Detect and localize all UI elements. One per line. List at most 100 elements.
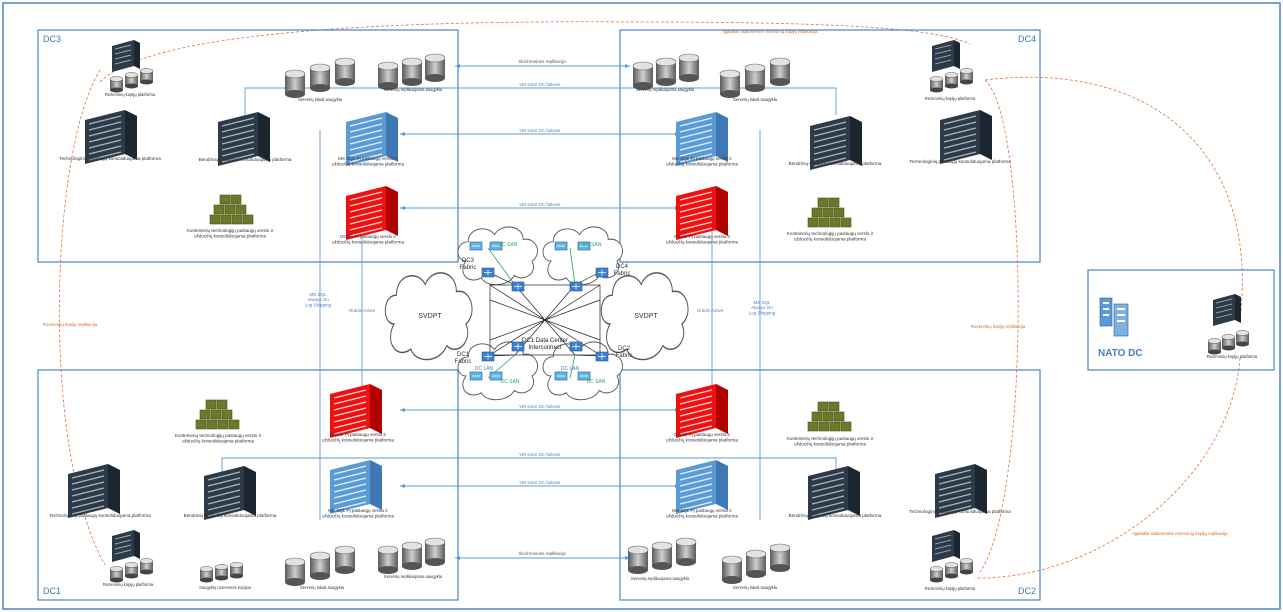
dc2-box bbox=[619, 369, 1041, 601]
dc2-mssql-platform bbox=[675, 459, 729, 515]
dc3-backup-label: Rezervinių kopijų platforma bbox=[105, 92, 156, 97]
vm-label-top3: VM store DC failover bbox=[519, 202, 561, 207]
dc2-server-platform bbox=[807, 465, 861, 521]
dc2-storage-left bbox=[627, 537, 697, 575]
dc3-container-label: Konteinerių technologijų paslaugų verslo… bbox=[187, 228, 274, 238]
dc2-container-platform bbox=[807, 401, 852, 432]
sync-label-top: Sinchroninės replikacija bbox=[518, 59, 566, 64]
dc2-tech-label: Technologinių paslaugų konsoliduojama pl… bbox=[909, 509, 1011, 514]
oracle-label-right: Oracle Active bbox=[697, 308, 724, 313]
orange-label-left-mid: Rezervinių kopijų replikacija bbox=[43, 322, 98, 327]
nato-backup-label: Rezervinių kopijų platforma bbox=[1207, 354, 1258, 359]
dc-san-label-dc3: DC SAN bbox=[499, 242, 518, 248]
dc3-storage-left-label: Serverių lokali saugykla bbox=[298, 97, 343, 102]
dc-lan-label-dc1: DC LAN bbox=[475, 366, 494, 372]
dc3-box bbox=[37, 29, 459, 263]
dc3-label: DC3 bbox=[43, 34, 61, 44]
dc4-storage-left-label: Serverių replikuojama saugykla bbox=[636, 87, 695, 92]
svdpt-label-right: SVDPT bbox=[634, 313, 658, 320]
dc1-storage-left-label: Serverių lokali saugykla bbox=[300, 585, 345, 590]
replication-lines bbox=[221, 65, 837, 559]
dc-san-label-dc2: DC SAN bbox=[587, 379, 606, 385]
vm-label-top1: VM store DC failover bbox=[519, 82, 561, 87]
dc1-storage-right bbox=[377, 537, 446, 575]
dc-san-label-dc1: DC SAN bbox=[501, 379, 520, 385]
vm-label-bot3: VM store DC failover bbox=[519, 480, 561, 485]
dc2-oracle-platform bbox=[675, 383, 729, 439]
dc3-server-label: Bendrinių užduočių konsoliduojama platfo… bbox=[199, 157, 292, 162]
dc4-container-platform bbox=[807, 197, 852, 228]
dc1-tech-platform bbox=[67, 463, 121, 519]
sync-label-bottom: Sinchroninės replikacija bbox=[518, 551, 566, 556]
dc1-backup-label: Rezervinių kopijų platforma bbox=[103, 582, 154, 587]
nato-backup-platform bbox=[1207, 293, 1250, 355]
dc1-label: DC1 bbox=[43, 586, 61, 596]
vm-label-top2: VM store DC failover bbox=[519, 128, 561, 133]
central-network bbox=[384, 226, 689, 401]
dc1-box bbox=[37, 369, 459, 601]
dc4-label: DC4 bbox=[1018, 34, 1036, 44]
orange-label-right-mid: Rezervinių kopijų replikacija bbox=[971, 324, 1026, 329]
dc1-storage-left bbox=[284, 545, 356, 587]
dc3-tech-label: Technologinių paslaugų konsoliduojama pl… bbox=[59, 156, 161, 161]
dc1-container-label: Konteinerių technologijų paslaugų verslo… bbox=[175, 433, 262, 443]
dc-san-label-dc4: DC SAN bbox=[583, 242, 602, 248]
dc2-backup-platform bbox=[929, 529, 974, 583]
orange-label-bottom-right: Ilgalaikis skaitmeninė rezervinių kopijų… bbox=[1132, 531, 1228, 536]
dc1-backup-storage-label: Saugyklų rezervinės kopijos bbox=[199, 585, 251, 590]
dc3-oracle-platform bbox=[345, 185, 399, 241]
dc2-server-label: Bendrinių užduočių konsoliduojama platfo… bbox=[789, 513, 882, 518]
dc-lan-label-dc2: DC LAN bbox=[561, 366, 580, 372]
nato-dc-box bbox=[1087, 269, 1275, 371]
vm-label-bot2: VM store DC failover bbox=[519, 452, 561, 457]
dc3-backup-platform bbox=[109, 39, 154, 93]
dc1-oracle-platform bbox=[329, 383, 383, 439]
dc1-mssql-platform bbox=[329, 459, 383, 515]
dc2-storage-left-label: Serverių replikuojama saugykla bbox=[631, 576, 690, 581]
dc3-storage-right-label: Serverių replikuojama saugykla bbox=[384, 87, 443, 92]
dc1-server-platform bbox=[203, 465, 257, 521]
dc2-storage-right bbox=[721, 543, 791, 585]
dc4-tech-label: Technologinių paslaugų konsoliduojama pl… bbox=[909, 159, 1011, 164]
vm-label-bot1: VM store DC failover bbox=[519, 404, 561, 409]
dc4-storage-right bbox=[719, 57, 791, 99]
oracle-label-left: Oracle Active bbox=[349, 308, 376, 313]
dc4-box bbox=[619, 29, 1041, 263]
dc4-backup-label: Rezervinių kopijų platforma bbox=[925, 96, 976, 101]
dc1-backup-platform bbox=[109, 529, 154, 583]
dc1-server-label: Bendrinių užduočių konsoliduojama platfo… bbox=[184, 513, 277, 518]
dc1-container-platform bbox=[195, 399, 240, 430]
dc3-storage-right bbox=[377, 53, 446, 91]
nato-building-icon bbox=[1099, 297, 1129, 337]
dc4-tech-platform bbox=[939, 109, 993, 165]
dc4-server-label: Bendrinių užduočių konsoliduojama platfo… bbox=[789, 161, 882, 166]
dc2-backup-label: Rezervinių kopijų platforma bbox=[925, 586, 976, 591]
dc4-oracle-platform bbox=[675, 185, 729, 241]
dc1-tech-label: Technologinių paslaugų konsoliduojama pl… bbox=[49, 513, 151, 518]
nato-dc-label: NATO DC bbox=[1098, 348, 1143, 359]
dc4-storage-right-label: Serverių lokali saugykla bbox=[733, 97, 778, 102]
orange-label-top-right: Ilgalaikis skaitmeninė rezervinių kopijų… bbox=[722, 29, 818, 34]
svdpt-label-left: SVDPT bbox=[418, 313, 442, 320]
dc2-container-label: Konteinerių technologijų paslaugų verslo… bbox=[787, 436, 874, 446]
dc3-container-platform bbox=[209, 194, 254, 225]
dc4-container-label: Konteinerių technologijų paslaugų verslo… bbox=[787, 231, 874, 241]
dc4-storage-left bbox=[632, 53, 700, 91]
dc2-storage-right-label: Serverių lokali saugykla bbox=[733, 585, 778, 590]
